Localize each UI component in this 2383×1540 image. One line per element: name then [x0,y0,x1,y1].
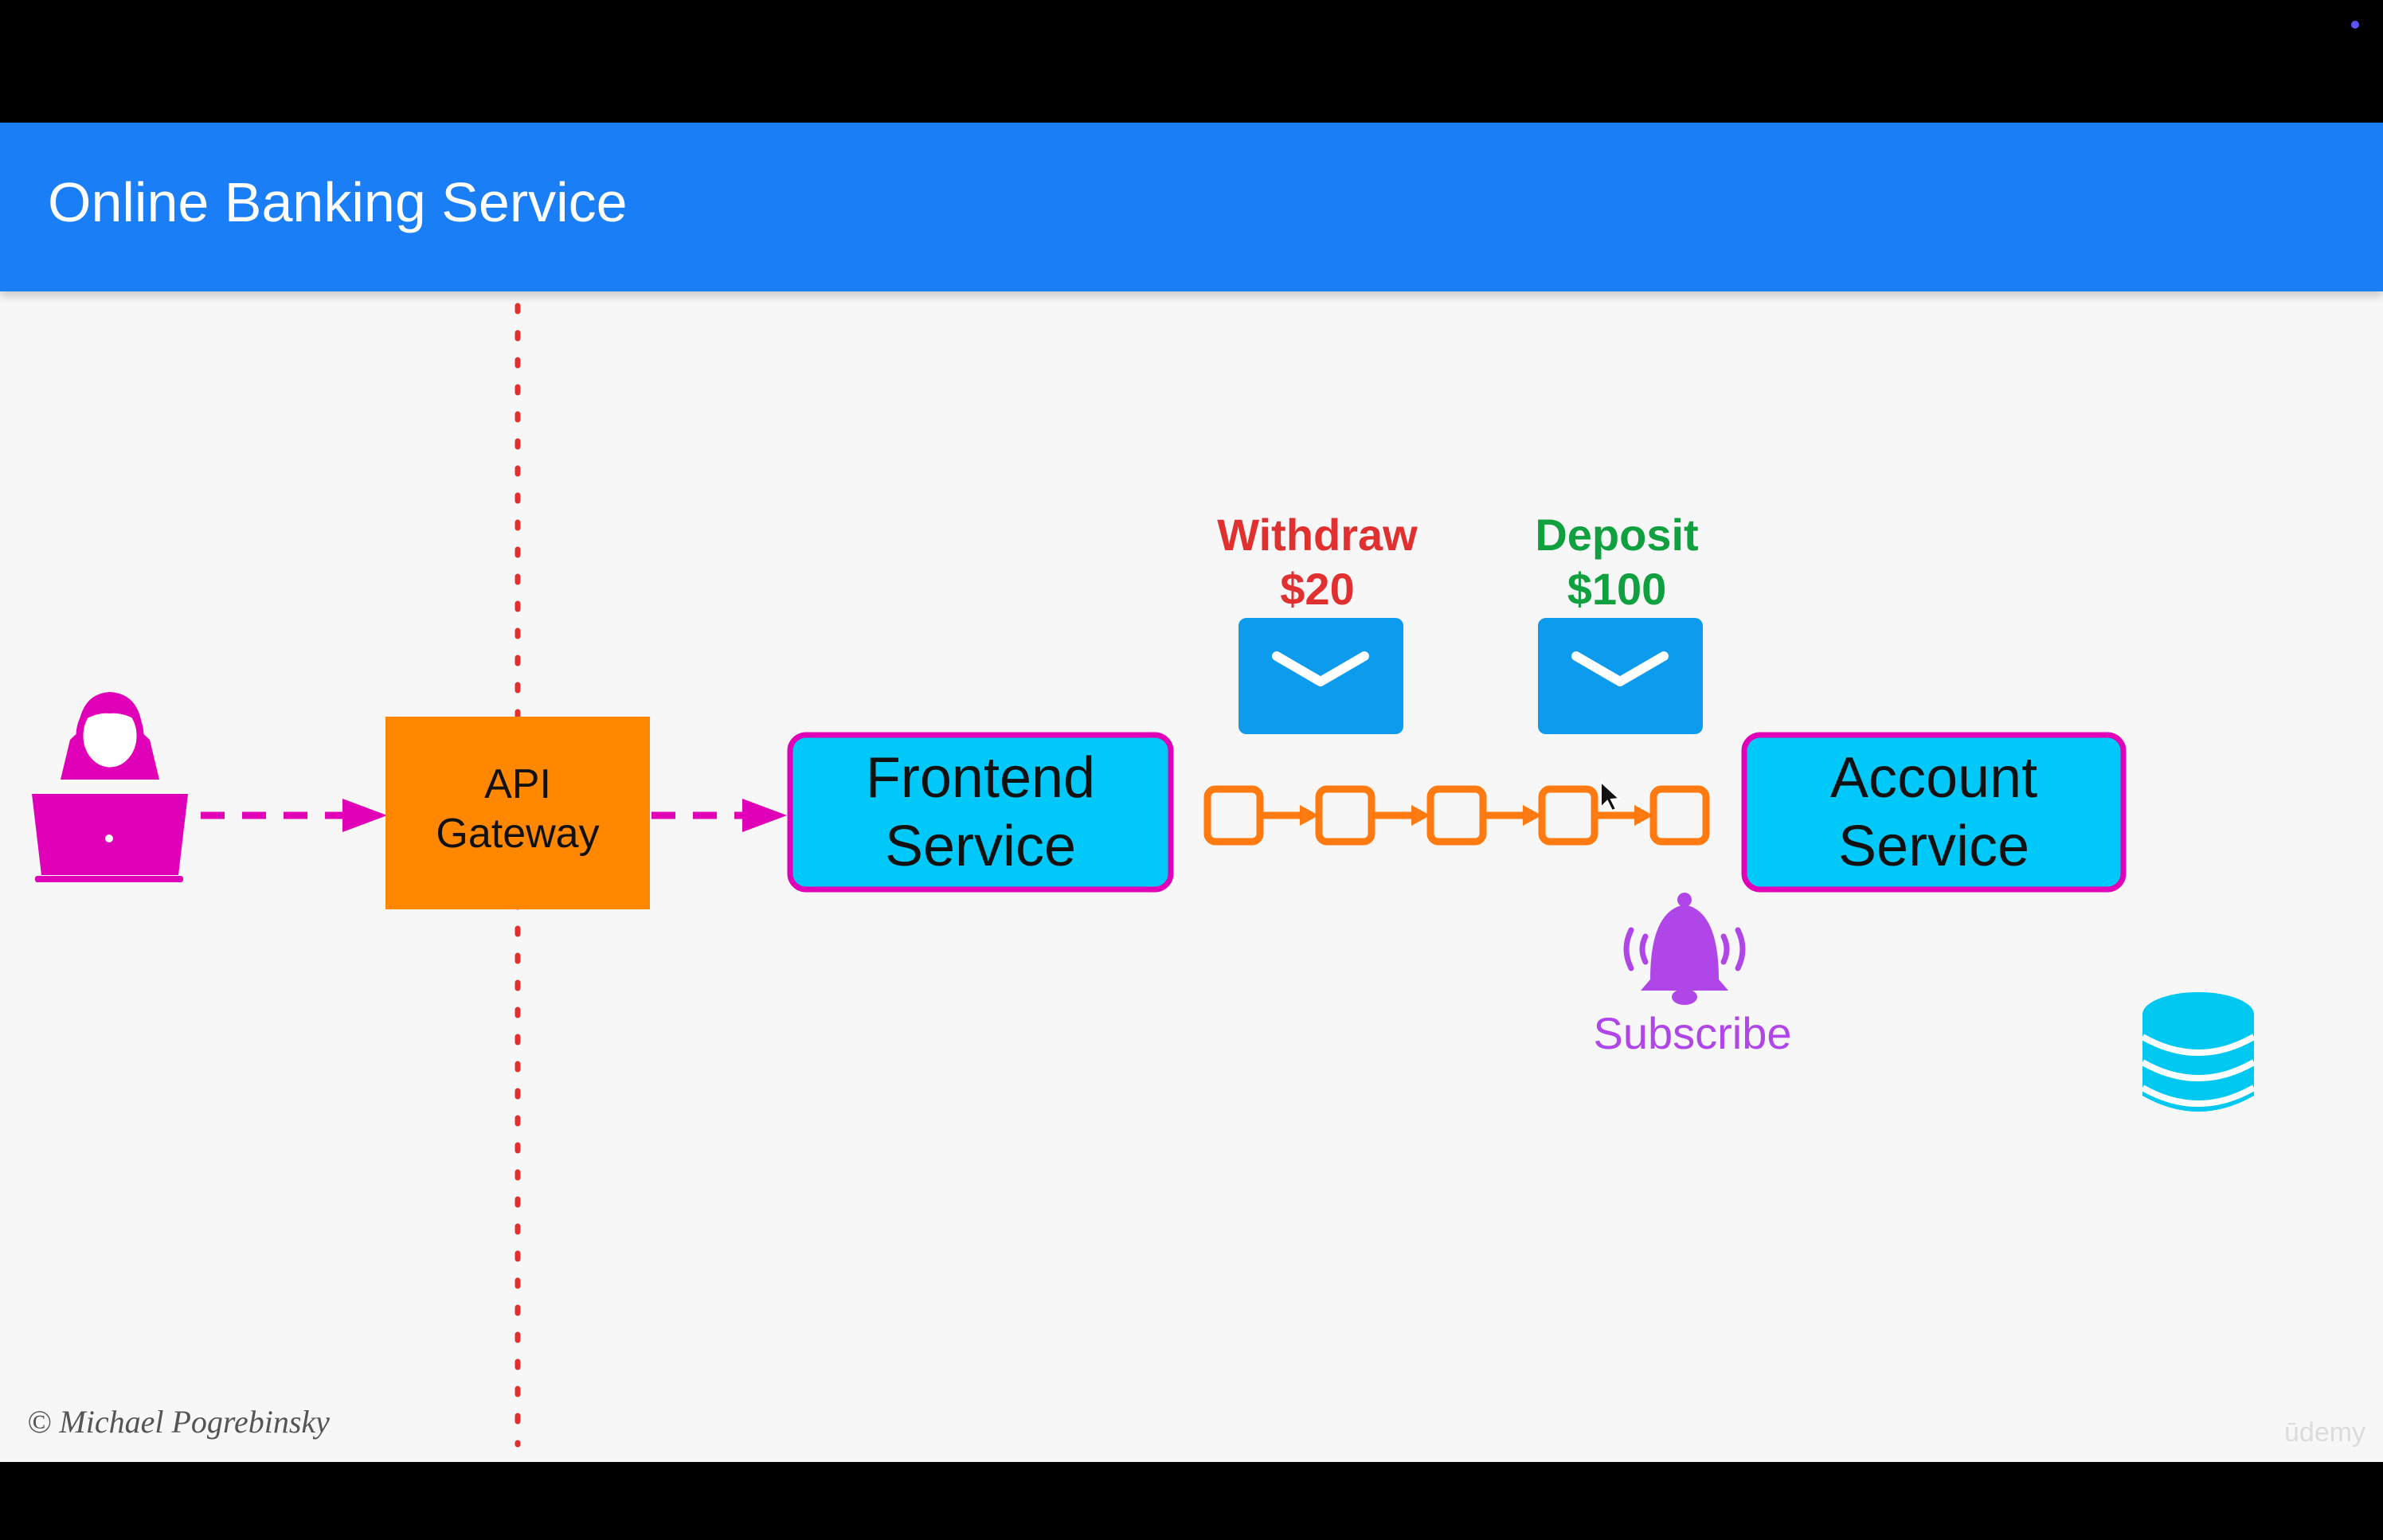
account-service-box [1741,732,2127,893]
deposit-message-label: Deposit $100 [1477,508,1757,617]
withdraw-amount: $20 [1280,564,1355,615]
slide: Online Banking Service [0,123,2383,1462]
arrow-user-to-gateway [201,799,387,832]
queue-arrowheads [1300,805,1653,826]
withdraw-action: Withdraw [1217,510,1418,560]
api-gateway-label-line2: Gateway [436,811,600,858]
copyright-notice: © Michael Pogrebinsky [27,1404,330,1440]
status-dot [2351,21,2359,29]
account-service-label-line2: Service [1837,815,2030,879]
user-with-laptop-icon [32,692,188,882]
subscribe-label: Subscribe [1593,1008,1792,1058]
withdraw-message-label: Withdraw $20 [1177,508,1458,617]
api-gateway-box [385,717,650,909]
page-title: Online Banking Service [48,171,628,233]
arrow-gateway-to-frontend [652,799,787,832]
frontend-service-label-line2: Service [884,815,1077,879]
frontend-service-box [787,732,1174,893]
header-bar: Online Banking Service [0,123,2383,291]
envelope-icon [1238,618,1403,734]
udemy-watermark: ūdemy [2284,1417,2366,1448]
account-service-label-line1: Account [1829,746,2038,810]
deposit-action: Deposit [1535,510,1699,560]
deposit-amount: $100 [1567,564,1667,615]
api-gateway-label: API Gateway [385,760,650,859]
architecture-diagram [32,303,2256,1448]
api-gateway-label-line1: API [484,761,551,807]
mouse-cursor [1600,780,1622,812]
envelope-icon [1538,618,1703,734]
bell-icon [1623,893,1746,1005]
frontend-service-label-line1: Frontend [865,746,1096,810]
account-service-label: Account Service [1744,744,2123,881]
frontend-service-label: Frontend Service [790,744,1171,881]
message-queue [1203,785,1710,846]
database-icon [2141,992,2256,1112]
